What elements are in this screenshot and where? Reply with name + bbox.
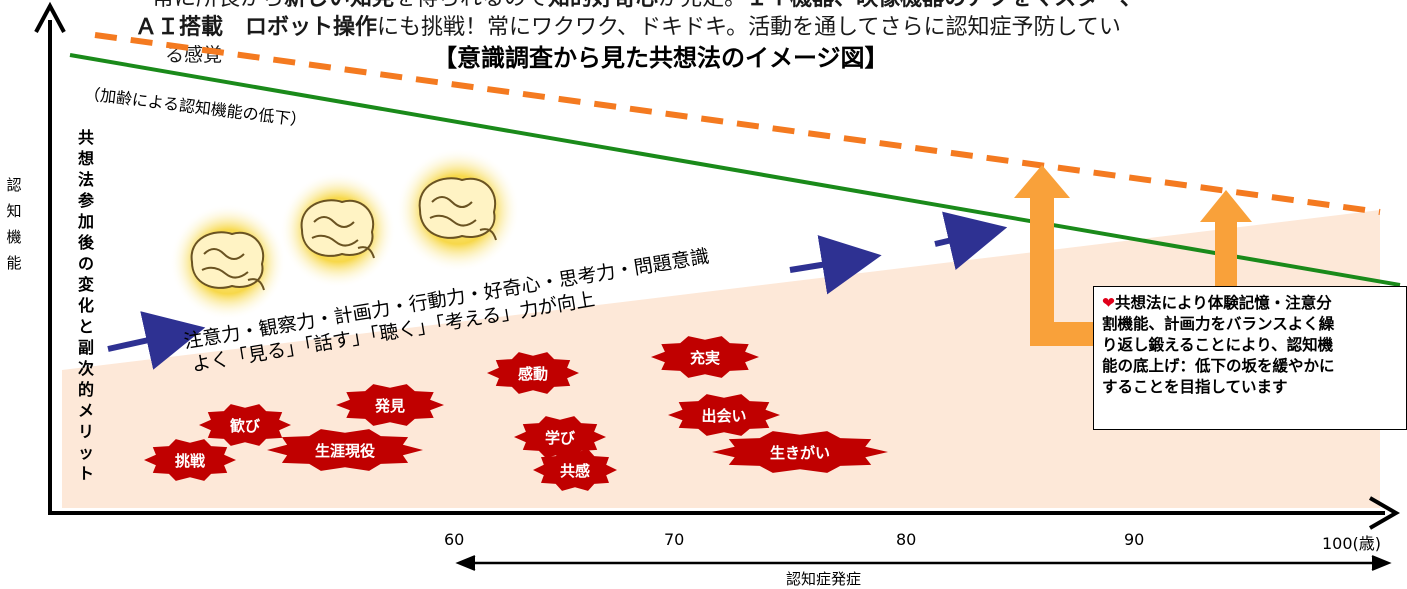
- vertical-title: 共想法参加後の変化と副次的メリット: [77, 127, 95, 484]
- vertical-title-text: 共想法参加後の変化と副次的メリット: [77, 128, 94, 483]
- benefit-badge: [487, 352, 579, 394]
- benefit-label: 歓び: [229, 417, 260, 435]
- benefit-label: 発見: [374, 397, 405, 415]
- benefit-badge: [668, 394, 780, 436]
- benefit-label: 共感: [559, 462, 590, 480]
- benefit-label: 充実: [689, 349, 720, 367]
- benefit-badge: [267, 429, 423, 471]
- decline-line: [69, 53, 1401, 287]
- benefit-label: 生きがい: [769, 444, 830, 462]
- benefit-badge: [712, 431, 888, 473]
- onset-label: 認知症発症: [786, 570, 862, 588]
- onset-arrow-left: [455, 555, 476, 571]
- x-tick-90: 90: [1124, 530, 1145, 549]
- navy-arrow-3: [934, 211, 1008, 271]
- brain-icon: [170, 204, 286, 320]
- navy-arrow-2: [789, 235, 882, 295]
- brain-icon: [396, 148, 520, 272]
- diagram-title: 【意識調査から見た共想法のイメージ図】: [433, 44, 889, 72]
- upward-arrow-1: [1014, 165, 1110, 346]
- heart-icon: ❤: [1102, 294, 1115, 312]
- benefit-label: 出会い: [701, 407, 747, 425]
- benefit-badge: [336, 384, 444, 426]
- x-tick-100: 100(歳): [1322, 534, 1382, 553]
- x-tick-80: 80: [896, 530, 917, 549]
- header-line-1: 常に所長から新しい知見を得られるので知的好奇心が充足。ＩＴ機器、映像機器のアプを…: [152, 0, 1142, 12]
- benefit-badge: [199, 404, 291, 446]
- upward-arrow-2: [1200, 190, 1252, 298]
- goal-box: ❤共想法により体験記憶・注意分 割機能、計画力をバランスよく繰 り返し鍛えること…: [1093, 286, 1407, 430]
- benefit-badge: [651, 336, 759, 378]
- benefit-label: 学び: [544, 429, 575, 447]
- benefit-label: 挑戦: [174, 452, 205, 470]
- header-line-2: ＡＩ搭載 ロボット操作にも挑戦！常にワクワク、ドキドキ。活動を通してさらに認知症…: [135, 15, 1121, 40]
- x-tick-60: 60: [444, 530, 465, 549]
- benefit-badge: [514, 416, 606, 458]
- brain-icon: [280, 172, 396, 288]
- y-axis-arrowhead: [34, 1, 66, 33]
- benefit-badge: [144, 439, 236, 481]
- benefit-label: 生涯現役: [314, 442, 375, 460]
- y-axis-label-text: 認知機能: [6, 176, 22, 272]
- y-axis-label: 認知機能: [6, 172, 22, 276]
- benefit-badge: [533, 449, 617, 491]
- navy-arrow-1: [107, 311, 206, 370]
- onset-arrow-right: [1371, 555, 1392, 571]
- target-line: [94, 32, 1381, 215]
- x-axis-arrowhead: [1369, 496, 1401, 530]
- benefit-label: 感動: [517, 365, 548, 383]
- x-tick-70: 70: [664, 530, 685, 549]
